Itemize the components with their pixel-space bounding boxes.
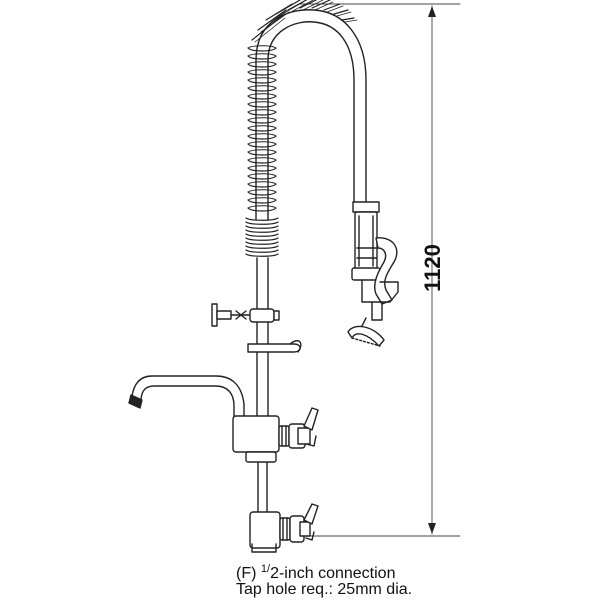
connection-fraction: 1/ (260, 563, 271, 575)
riser-pipe (256, 257, 269, 513)
height-dimension-label: 1120 (420, 244, 445, 292)
flex-hose (255, 9, 367, 221)
swing-spout (128, 375, 245, 419)
spray-valve (347, 201, 399, 347)
hose-hook (247, 340, 302, 353)
coil-spring (245, 0, 358, 257)
mixing-valve-body (232, 407, 319, 463)
height-dimension: 1120 (299, 3, 461, 537)
arrow-down-icon (428, 523, 436, 534)
connection-size-text: 2-inch connection (270, 565, 396, 582)
connection-caption: (F) 1/2-inch connection (236, 559, 576, 584)
tap-hole-caption: Tap hole req.: 25mm dia. (236, 581, 413, 598)
connection-prefix: (F) (236, 565, 261, 582)
arrow-up-icon (428, 6, 436, 17)
inlet-valve (249, 503, 319, 553)
wall-bracket (211, 303, 280, 327)
